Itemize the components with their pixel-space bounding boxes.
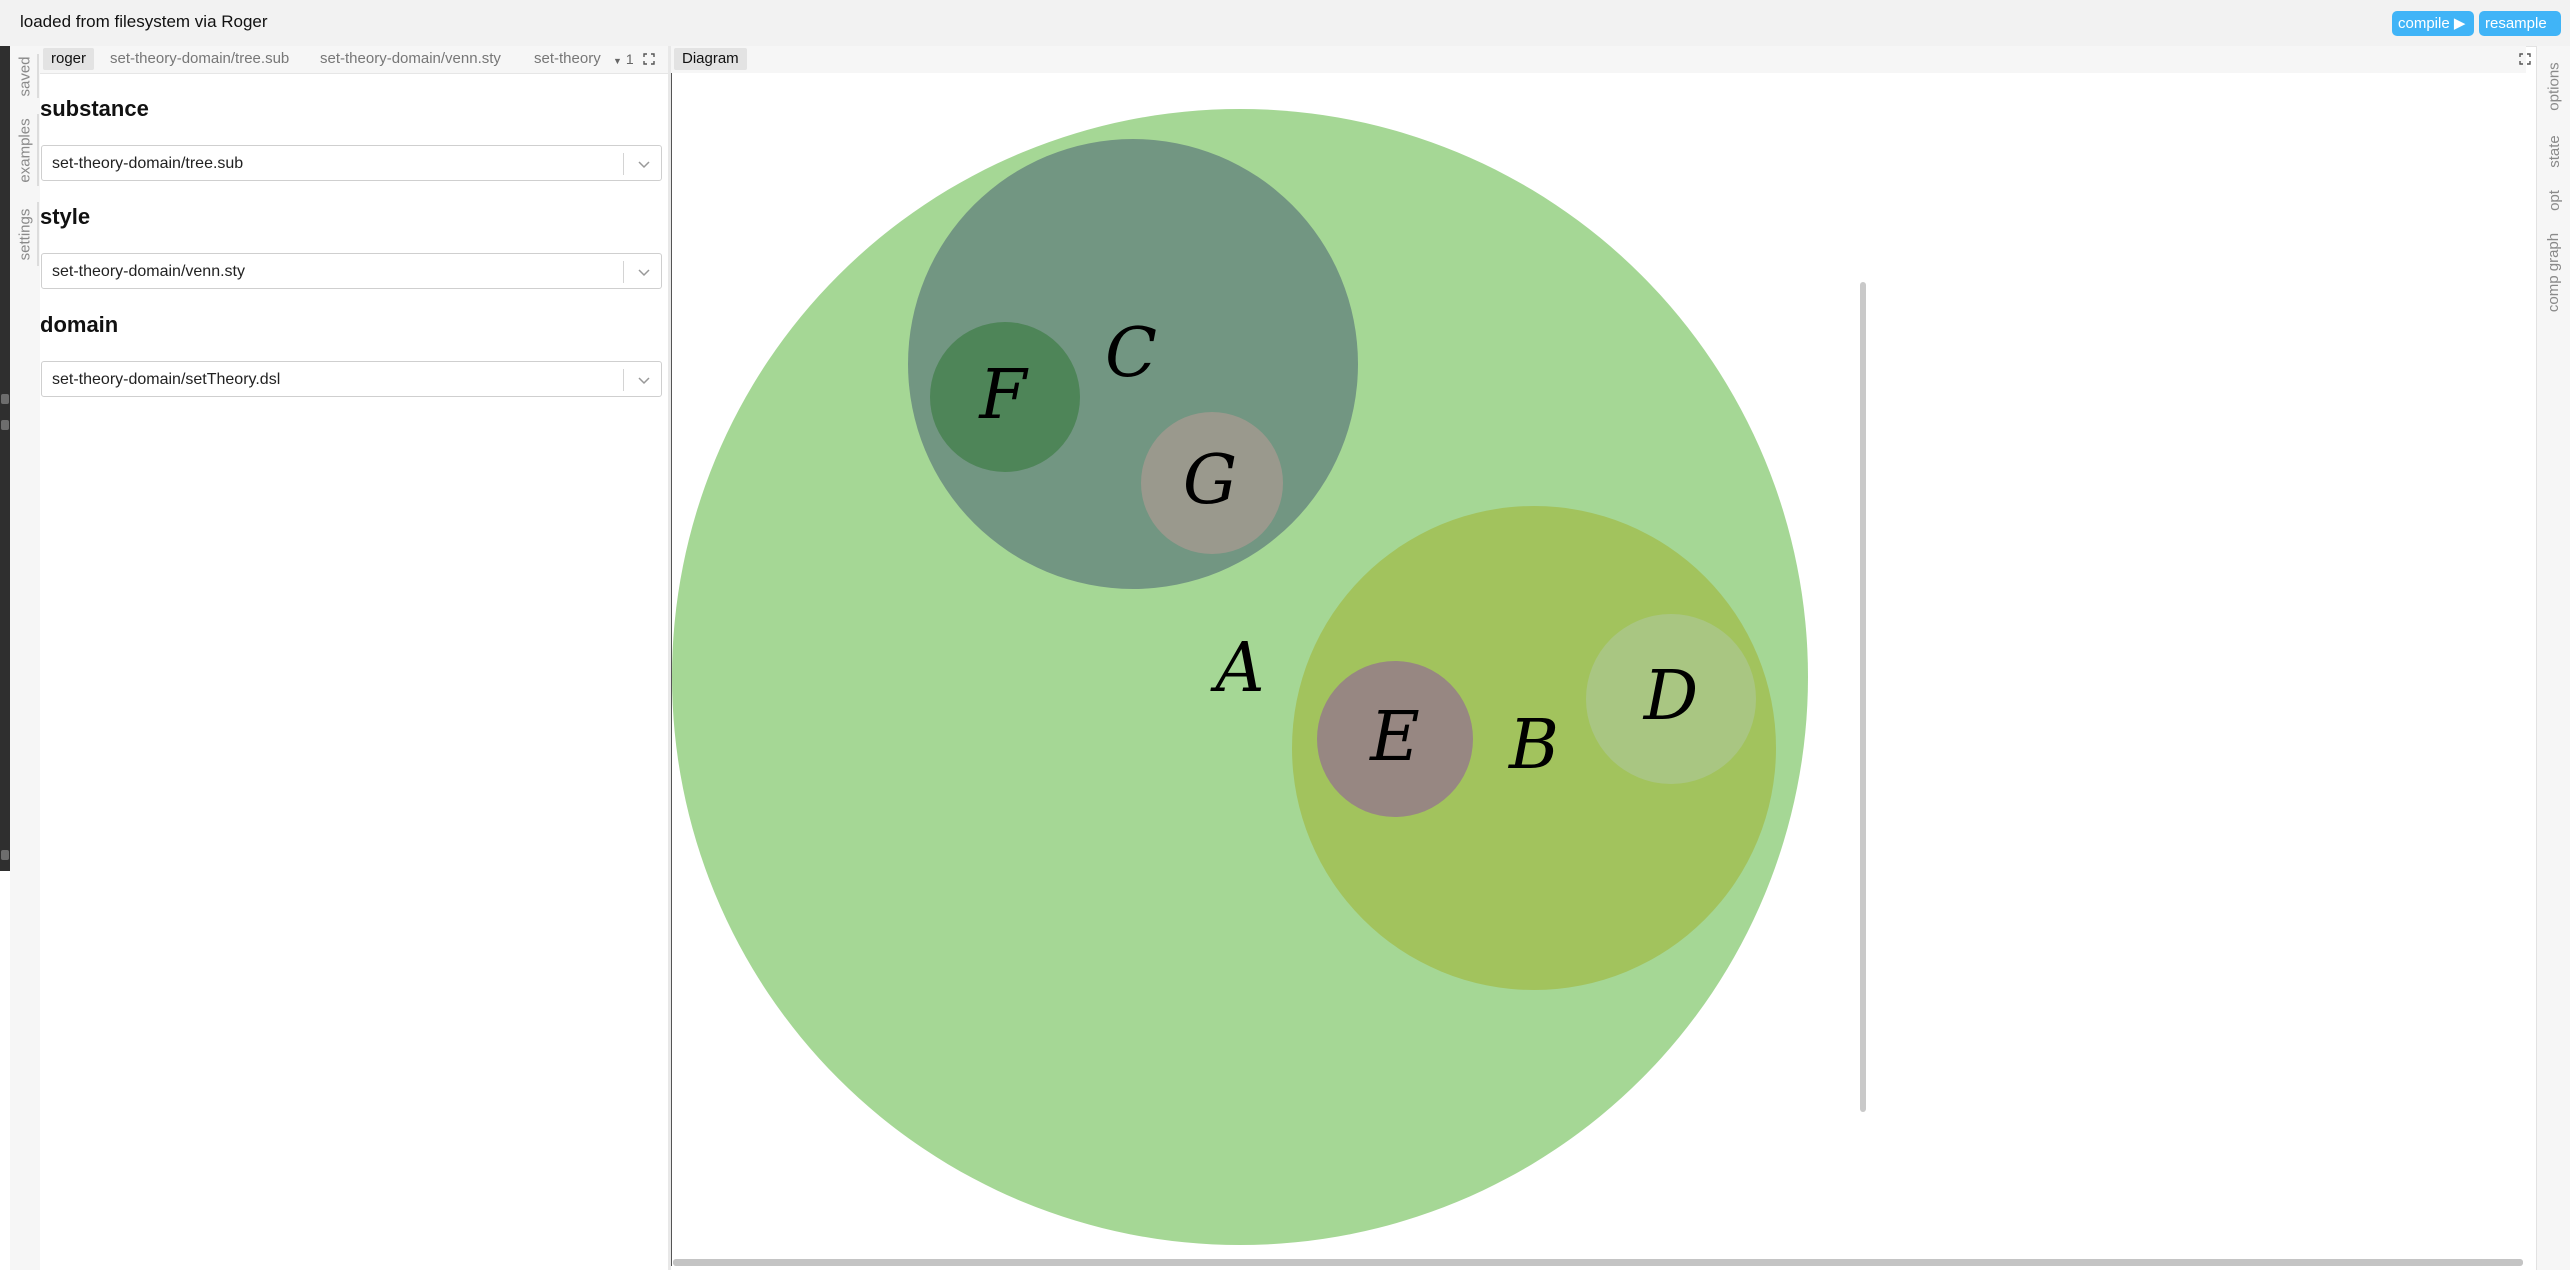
tab-opt-label: opt: [2545, 189, 2563, 211]
scrollbar-thumb[interactable]: [673, 1259, 2523, 1266]
domain-select[interactable]: set-theory-domain/setTheory.dsl: [41, 361, 662, 397]
chevron-down-icon: [638, 269, 650, 277]
scrollbar-thumb[interactable]: [1860, 282, 1866, 1112]
set-G-label: G: [1183, 441, 1237, 520]
tab-roger[interactable]: roger: [43, 48, 95, 70]
tab-opt[interactable]: opt: [2542, 180, 2566, 220]
venn-diagram: A C F G B E D: [672, 109, 1808, 1245]
panel-splitter[interactable]: [668, 46, 671, 1270]
editor-tabstrip: roger set-theory-domain/tree.sub set-the…: [40, 46, 668, 74]
set-D-label: D: [1642, 657, 1699, 736]
tab-options[interactable]: options: [2542, 50, 2566, 122]
tab-venn-sty[interactable]: set-theory-domain/venn.sty: [320, 50, 501, 67]
editor-panel: roger set-theory-domain/tree.sub set-the…: [40, 46, 668, 1270]
tab-overflow-menu[interactable]: ▼ 1: [613, 48, 634, 70]
style-select-value: set-theory-domain/venn.sty: [52, 263, 245, 280]
tab-settings[interactable]: settings: [13, 198, 39, 270]
expand-icon[interactable]: [643, 53, 655, 65]
set-C-label: C: [1105, 314, 1157, 393]
left-edge-strip: [0, 46, 10, 871]
expand-icon[interactable]: [2519, 53, 2531, 65]
tab-saved-label: saved: [16, 55, 34, 97]
style-heading: style: [40, 204, 91, 229]
select-divider: [623, 369, 624, 391]
top-bar: loaded from filesystem via Roger compile…: [0, 0, 2570, 47]
caret-down-icon: ▼: [613, 56, 622, 66]
diagram-horizontal-scrollbar[interactable]: [673, 1259, 2523, 1266]
tab-examples-label: examples: [16, 117, 34, 183]
chevron-down-icon: [638, 161, 650, 169]
set-A-label: A: [1209, 629, 1264, 708]
tab-tree-sub[interactable]: set-theory-domain/tree.sub: [110, 50, 290, 67]
left-tab-rail: saved examples settings: [10, 46, 41, 1270]
scroll-knob: [1, 394, 9, 404]
diagram-vertical-scrollbar[interactable]: [1859, 73, 1867, 1263]
substance-select-value: set-theory-domain/tree.sub: [52, 155, 244, 172]
diagram-panel: Diagram A C F G B E D: [671, 46, 2531, 1270]
status-text: loaded from filesystem via Roger: [20, 12, 268, 31]
select-divider: [623, 153, 624, 175]
tab-diagram[interactable]: Diagram: [674, 48, 747, 70]
substance-select[interactable]: set-theory-domain/tree.sub: [41, 145, 662, 181]
set-E-circle: [1317, 661, 1473, 817]
chevron-down-icon: [638, 377, 650, 385]
tab-state[interactable]: state: [2542, 124, 2566, 178]
style-select[interactable]: set-theory-domain/venn.sty: [41, 253, 662, 289]
set-D-circle: [1586, 614, 1756, 784]
set-F-label: F: [977, 356, 1029, 435]
tab-state-label: state: [2545, 134, 2563, 168]
set-E-label: E: [1368, 698, 1420, 777]
tab-comp-graph[interactable]: comp graph: [2542, 222, 2566, 322]
tab-options-label: options: [2545, 61, 2563, 111]
domain-heading: domain: [40, 312, 119, 337]
tab-examples[interactable]: examples: [13, 110, 39, 190]
resample-button[interactable]: resample: [2479, 11, 2561, 36]
tab-settings-label: settings: [16, 208, 34, 260]
scroll-knob: [1, 850, 9, 860]
tab-set-theory[interactable]: set-theory: [534, 50, 601, 67]
set-G-circle: [1141, 412, 1283, 554]
diagram-tabbar: Diagram: [671, 46, 2531, 74]
compile-button[interactable]: compile ▶: [2392, 11, 2474, 36]
right-tab-rail: options state opt comp graph: [2536, 46, 2570, 1270]
domain-select-value: set-theory-domain/setTheory.dsl: [52, 371, 281, 388]
diagram-canvas[interactable]: A C F G B E D: [671, 73, 2527, 1266]
scroll-knob: [1, 420, 9, 430]
select-divider: [623, 261, 624, 283]
tab-overflow-count: 1: [625, 51, 634, 67]
set-F-circle: [930, 322, 1080, 472]
set-B-label: B: [1507, 706, 1559, 785]
tab-saved[interactable]: saved: [13, 50, 39, 102]
tab-comp-graph-label: comp graph: [2545, 232, 2563, 312]
substance-heading: substance: [40, 96, 149, 121]
